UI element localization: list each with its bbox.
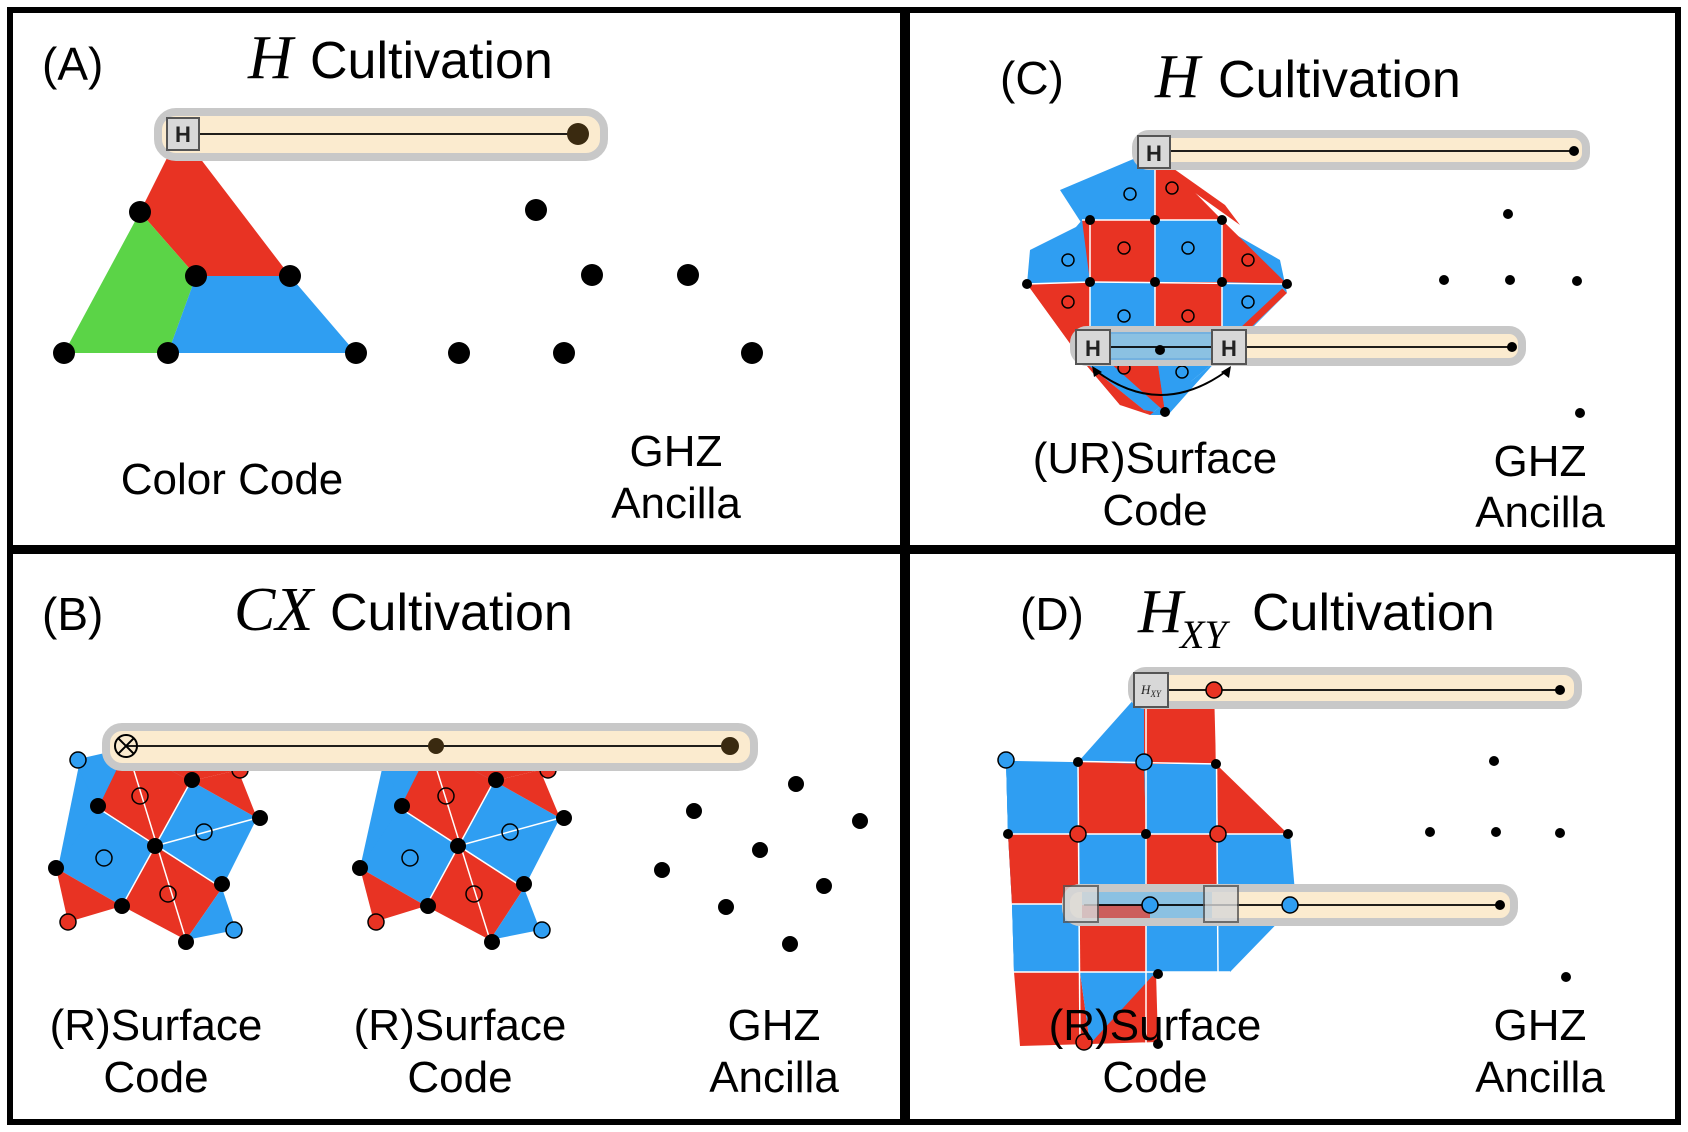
panel-d-frame bbox=[904, 548, 1681, 1125]
panel-a-label: (A) bbox=[42, 38, 103, 90]
h-gate-box-left bbox=[1075, 329, 1111, 365]
red-plaquette bbox=[140, 132, 290, 276]
r-surface-code-1-boundary bbox=[59, 751, 249, 939]
hxy-gate-box-top bbox=[1133, 672, 1169, 708]
r-surface-code-2-qubits bbox=[352, 772, 572, 950]
h-gate-box bbox=[166, 117, 200, 151]
ur-stabilizer-circles bbox=[1061, 181, 1255, 379]
panel-b-label: (B) bbox=[42, 588, 103, 640]
r-surface-code-1-circles bbox=[95, 787, 213, 903]
ghz-dot bbox=[448, 342, 470, 364]
panel-b-frame bbox=[7, 548, 906, 1125]
h-gate-box-top bbox=[1137, 135, 1171, 169]
panel-d-title-sub: XY bbox=[1178, 612, 1230, 657]
caption-b1-code: Code bbox=[103, 1053, 208, 1102]
panel-d-title-text: Cultivation bbox=[1252, 584, 1495, 642]
panel-b-title-math: CX bbox=[234, 576, 315, 644]
r-surface-code-2-circles bbox=[401, 787, 519, 903]
ghz-dot bbox=[553, 342, 575, 364]
h-gate-label-left: H bbox=[1085, 336, 1101, 361]
qubit-dot bbox=[157, 342, 179, 364]
caption-color-code: Color Code bbox=[121, 455, 344, 504]
h-gate-label: H bbox=[175, 122, 191, 147]
caption-d-ghz: GHZ bbox=[1494, 1001, 1587, 1050]
caption-ur-surface: (UR)Surface bbox=[1033, 434, 1278, 483]
panel-b-ancilla-bar bbox=[102, 723, 758, 771]
panel-c-title-text: Cultivation bbox=[1218, 51, 1461, 109]
qubit-dot bbox=[129, 201, 151, 223]
caption-b-ancilla: Ancilla bbox=[709, 1053, 839, 1102]
panel-a-color-code-qubits bbox=[53, 201, 367, 364]
hxy-gate-label: HXY bbox=[1140, 682, 1162, 699]
panel-c-ghz-qubits bbox=[1439, 209, 1585, 418]
r-surface-code-1-qubits bbox=[48, 772, 268, 950]
panel-d-label: (D) bbox=[1020, 588, 1084, 640]
cx-target bbox=[114, 734, 138, 758]
caption-b2-code: Code bbox=[407, 1053, 512, 1102]
caption-c-ghz: GHZ bbox=[1494, 437, 1587, 486]
qubit-dot bbox=[345, 342, 367, 364]
blue-plaquette bbox=[168, 276, 356, 353]
gate-box-right bbox=[1203, 885, 1239, 923]
caption-ghz: GHZ bbox=[630, 427, 723, 476]
panel-d-ghz-qubits bbox=[1425, 756, 1571, 982]
ancilla-end-dot bbox=[567, 123, 589, 145]
ghz-dot bbox=[581, 264, 603, 286]
panel-a: (A) H Cultivation H bbox=[7, 7, 906, 551]
panel-d-top-bar: HXY bbox=[1128, 667, 1582, 709]
qubit-dot bbox=[185, 265, 207, 287]
caption-d-ancilla: Ancilla bbox=[1475, 1053, 1605, 1102]
panel-b-title-text: Cultivation bbox=[330, 584, 573, 642]
gate-box-left bbox=[1063, 885, 1099, 923]
ancilla-bar-top bbox=[1128, 667, 1582, 709]
panel-d-title-math: H bbox=[1137, 578, 1186, 646]
ghz-dot bbox=[525, 199, 547, 221]
panel-a-ghz-qubits bbox=[448, 199, 763, 364]
caption-c-ancilla: Ancilla bbox=[1475, 488, 1605, 537]
panel-a-ancilla-bar: H bbox=[154, 108, 608, 161]
caption-ancilla: Ancilla bbox=[611, 479, 741, 528]
panel-a-title-text: Cultivation bbox=[310, 32, 553, 90]
panel-d-mid-bar bbox=[1062, 884, 1518, 926]
rotated-surface-code-d bbox=[1006, 688, 1296, 1046]
caption-b2-surface: (R)Surface bbox=[354, 1001, 567, 1050]
panel-c: (C) H Cultivation bbox=[904, 7, 1681, 551]
panel-d: (D) H XY Cultivation bbox=[904, 548, 1681, 1125]
ghz-dot bbox=[741, 342, 763, 364]
caption-d-surface: (R)Surface bbox=[1049, 1001, 1262, 1050]
r-surface-code-2 bbox=[360, 747, 561, 941]
qubit-dot bbox=[279, 265, 301, 287]
h-gate-box-right bbox=[1211, 329, 1247, 365]
qubit-dot bbox=[53, 342, 75, 364]
panel-c-label: (C) bbox=[1000, 52, 1064, 104]
panel-c-top-bar: H bbox=[1132, 130, 1590, 170]
ancilla-bar-top bbox=[1132, 130, 1590, 170]
panel-a-title-math: H bbox=[247, 24, 296, 92]
h-gate-label-top: H bbox=[1146, 141, 1162, 166]
caption-ur-code: Code bbox=[1102, 486, 1207, 535]
cx-control bbox=[428, 738, 444, 754]
color-code-triangle bbox=[64, 132, 356, 353]
h-gate-label-right: H bbox=[1221, 336, 1237, 361]
panel-b: (B) CX Cultivation bbox=[7, 548, 906, 1125]
green-plaquette bbox=[64, 212, 196, 353]
panel-b-ghz-qubits bbox=[654, 776, 868, 952]
swap-arrow bbox=[1094, 369, 1229, 396]
ghz-dot bbox=[677, 264, 699, 286]
panel-c-title-math: H bbox=[1154, 43, 1203, 111]
caption-b1-surface: (R)Surface bbox=[50, 1001, 263, 1050]
panel-c-mid-bar: H H bbox=[1070, 326, 1526, 396]
caption-d-code: Code bbox=[1102, 1053, 1207, 1102]
caption-b-ghz: GHZ bbox=[728, 1001, 821, 1050]
ancilla-end-dot bbox=[721, 737, 739, 755]
